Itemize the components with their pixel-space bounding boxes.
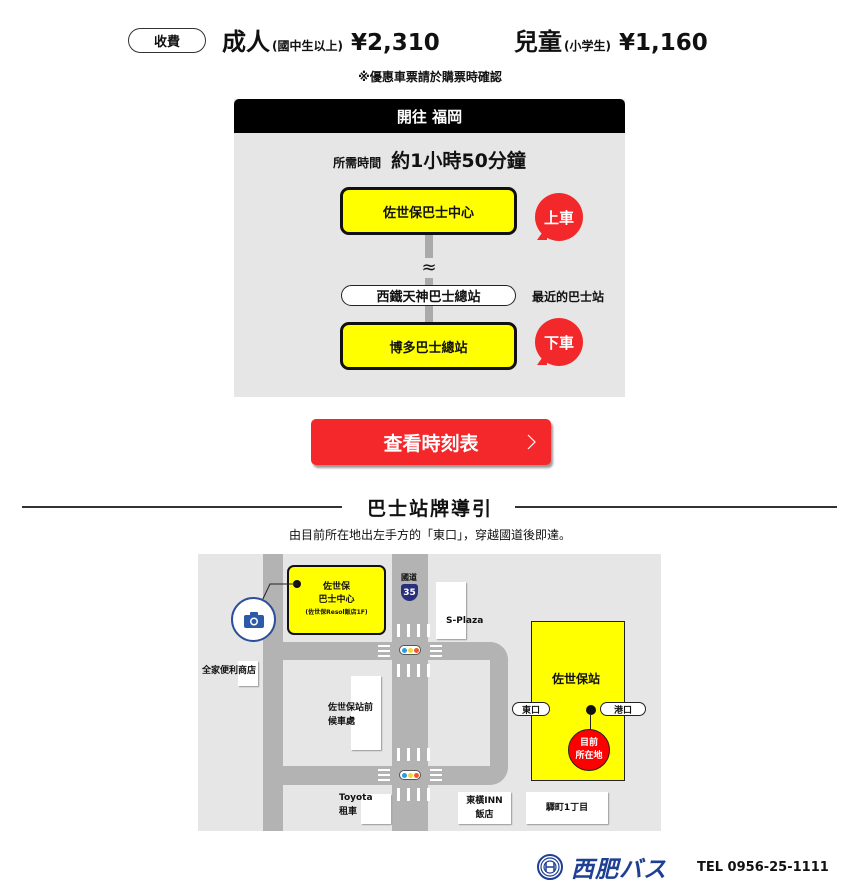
- waiting-area-label: 佐世保站前 候車處: [328, 703, 374, 727]
- child-label: 兒童: [514, 28, 562, 56]
- nearest-stop-label: 最近的巴士站: [532, 290, 605, 304]
- view-timetable-label: 查看時刻表: [383, 432, 479, 455]
- s-plaza-label: S-Plaza: [446, 616, 484, 626]
- route-gap-icon: ≈: [414, 258, 444, 278]
- crosswalk: [378, 769, 390, 781]
- familymart-label: 全家便利商店: [202, 666, 257, 676]
- child-price: ¥1,160: [618, 30, 708, 56]
- road-right-curve: [490, 642, 508, 785]
- station-label: 佐世保站: [552, 672, 601, 686]
- view-timetable-button[interactable]: 查看時刻表: [311, 419, 551, 465]
- station-map: 佐世保 巴士中心 (佐世保Resol飯店1F) 國道 35 S-Plaza 全家…: [198, 554, 661, 831]
- discount-note: ※優惠車票請於購票時確認: [358, 70, 502, 84]
- duration-value: 約1小時50分鐘: [391, 150, 526, 172]
- route-line: [425, 234, 433, 326]
- adult-price: ¥2,310: [350, 30, 440, 56]
- crosswalk: [397, 788, 430, 801]
- familymart-building: [238, 661, 258, 686]
- photo-button[interactable]: [231, 597, 276, 642]
- crosswalk: [397, 624, 430, 637]
- route-label: 國道: [401, 573, 417, 582]
- toyota-label: Toyota 租車: [339, 793, 373, 817]
- bus-center-line3: (佐世保Resol飯店1F): [305, 609, 368, 616]
- chevron-right-icon: [527, 434, 536, 450]
- callout-line: [259, 583, 298, 606]
- s-plaza-building: [436, 582, 466, 639]
- logo-text: 西肥バス: [571, 857, 667, 883]
- location-marker: [586, 705, 596, 715]
- toyoko-inn-building: 東橫INN 飯店: [458, 792, 511, 824]
- child-fare: 兒童 (小学生) ¥1,160: [514, 22, 708, 57]
- bus-center-building: 佐世保 巴士中心 (佐世保Resol飯店1F): [287, 565, 386, 635]
- phone-number: TEL 0956-25-1111: [697, 860, 829, 875]
- harbor-exit-label: 港口: [600, 702, 646, 716]
- route-header: 開往 福岡: [234, 99, 625, 133]
- traffic-signal-icon: [399, 645, 421, 655]
- section-divider-right: [515, 506, 837, 508]
- company-emblem-icon: [537, 854, 563, 880]
- toyota-building: [361, 794, 391, 824]
- adult-label: 成人: [222, 28, 270, 56]
- nearest-stop: 西鐵天神巴士總站: [341, 285, 516, 306]
- duration: 所需時間 約1小時50分鐘: [234, 146, 625, 173]
- alighting-stop: 博多巴士總站: [340, 322, 517, 370]
- saihi-bus-logo: 西肥バス: [537, 850, 667, 884]
- section-divider-left: [22, 506, 342, 508]
- guide-title: 巴士站牌導引: [366, 498, 493, 520]
- duration-label: 所需時間: [333, 156, 382, 170]
- bus-center-line1: 佐世保: [322, 582, 350, 592]
- bus-center-line2: 巴士中心: [318, 595, 355, 605]
- fare-badge: 收費: [128, 28, 206, 53]
- location-pin-line: [590, 714, 591, 730]
- crosswalk: [378, 645, 390, 657]
- current-location-badge: 目前 所在地: [568, 729, 610, 771]
- adult-note: (國中生以上): [272, 39, 343, 53]
- route-35-shield-icon: 35: [401, 584, 418, 601]
- guide-subtitle: 由目前所在地出左手方的「東口」，穿越國道後即達。: [288, 528, 571, 542]
- crosswalk: [397, 664, 430, 677]
- east-exit-label: 東口: [512, 702, 550, 716]
- crosswalk: [430, 645, 442, 657]
- boarding-stop: 佐世保巴士中心: [340, 187, 517, 235]
- crosswalk: [430, 769, 442, 781]
- waiting-area-building: [351, 676, 381, 750]
- crosswalk: [397, 748, 430, 761]
- traffic-signal-icon: [399, 770, 421, 780]
- adult-fare: 成人 (國中生以上) ¥2,310: [222, 22, 440, 57]
- alighting-badge-tail: [532, 351, 547, 365]
- camera-icon: [243, 611, 264, 628]
- boarding-badge-tail: [532, 226, 547, 240]
- child-note: (小学生): [564, 39, 611, 53]
- ekimae-building: 驛町1丁目: [526, 792, 608, 824]
